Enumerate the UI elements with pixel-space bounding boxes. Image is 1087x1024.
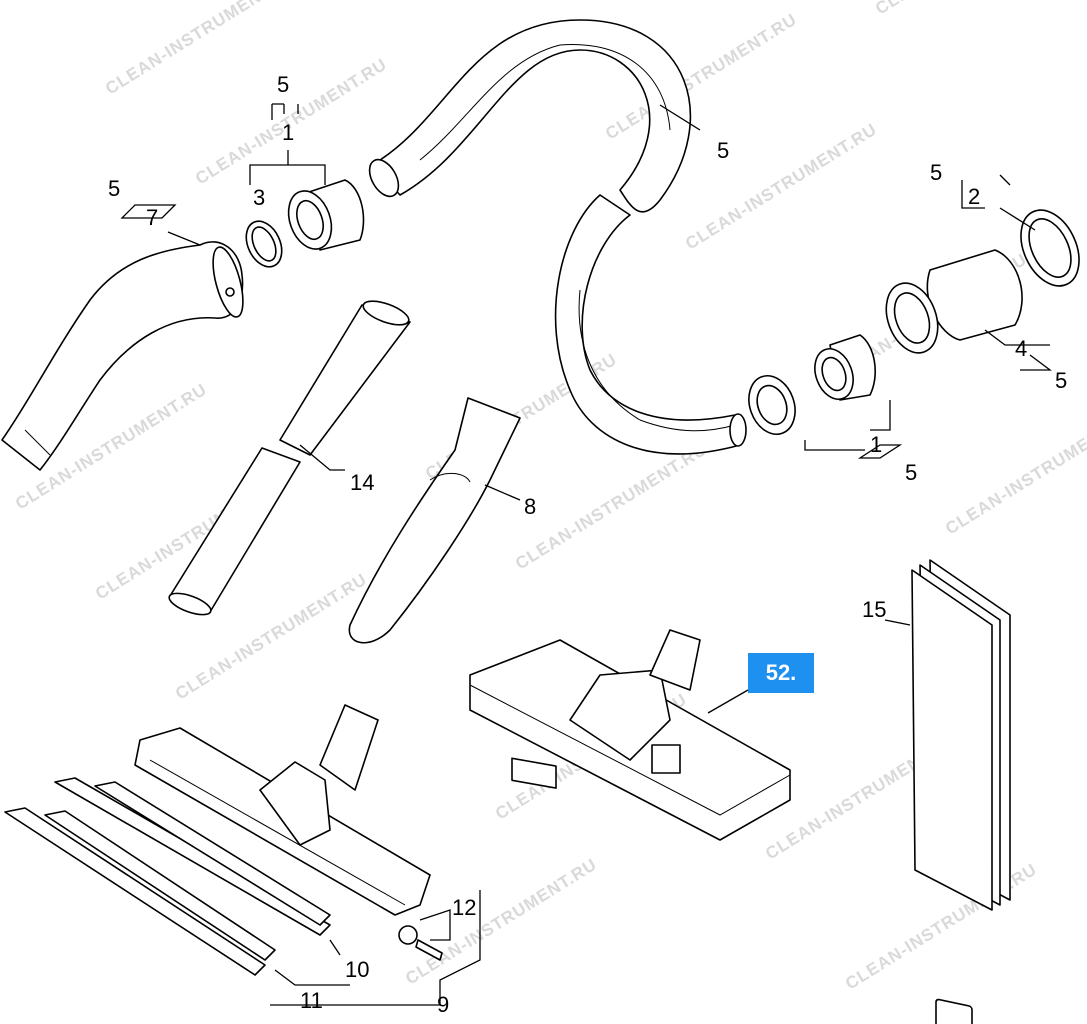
watermark: CLEAN-INSTRUMENT.RU bbox=[942, 405, 1087, 539]
suction-tubes bbox=[168, 300, 411, 616]
callout-9: 9 bbox=[437, 992, 449, 1017]
hand-grip bbox=[1, 241, 244, 471]
callout-7: 7 bbox=[146, 205, 158, 230]
ring-part-3 bbox=[245, 220, 283, 268]
highlight-badge-52[interactable]: 52. bbox=[765, 660, 797, 685]
coupling-left bbox=[287, 179, 365, 251]
flexible-hose bbox=[368, 19, 747, 455]
coupling-right bbox=[814, 334, 876, 401]
callout-2: 2 bbox=[968, 184, 980, 209]
callout-5: 5 bbox=[930, 160, 942, 185]
watermark: CLEAN-INSTRUMENT.RU bbox=[402, 855, 600, 989]
filter-bag bbox=[911, 559, 1011, 1024]
callout-5: 5 bbox=[277, 72, 289, 97]
callout-5: 5 bbox=[905, 460, 917, 485]
callout-11: 11 bbox=[300, 988, 323, 1013]
callout-1: 1 bbox=[282, 120, 294, 145]
callout-14: 14 bbox=[350, 470, 374, 495]
cuff-right bbox=[748, 375, 796, 435]
callout-15: 15 bbox=[862, 597, 886, 622]
leader-lines bbox=[120, 103, 1052, 1006]
brush-strip-10 bbox=[54, 777, 331, 936]
watermark: CLEAN-INSTRUMENT.RU bbox=[512, 440, 710, 574]
callout-12: 12 bbox=[452, 895, 476, 920]
callout-10: 10 bbox=[345, 957, 369, 982]
floor-nozzle-52 bbox=[469, 629, 791, 841]
highlight-badge-background bbox=[748, 653, 814, 693]
callout-3: 3 bbox=[253, 185, 265, 210]
callout-4: 4 bbox=[1015, 336, 1027, 361]
callout-8: 8 bbox=[524, 494, 536, 519]
callout-5: 5 bbox=[1055, 368, 1067, 393]
watermark: CLEAN-INSTRUMENT.RU bbox=[102, 0, 300, 98]
callout-labels: 5 1 3 5 7 5 5 2 4 5 1 5 14 8 15 12 10 11… bbox=[108, 72, 1067, 1017]
ring-part-2 bbox=[1020, 209, 1080, 287]
callout-5-hose: 5 bbox=[717, 138, 729, 163]
crevice-nozzle bbox=[348, 397, 521, 644]
watermark: CLEAN-INSTRUMENT.RU bbox=[872, 0, 1070, 18]
adapter-part-4 bbox=[885, 249, 1023, 354]
watermark: CLEAN-INSTRUMENT.RU bbox=[682, 120, 880, 254]
callout-1: 1 bbox=[870, 432, 882, 457]
callout-5: 5 bbox=[108, 176, 120, 201]
floor-nozzle-brushes bbox=[134, 704, 443, 961]
rubber-strip-11 bbox=[4, 807, 276, 976]
